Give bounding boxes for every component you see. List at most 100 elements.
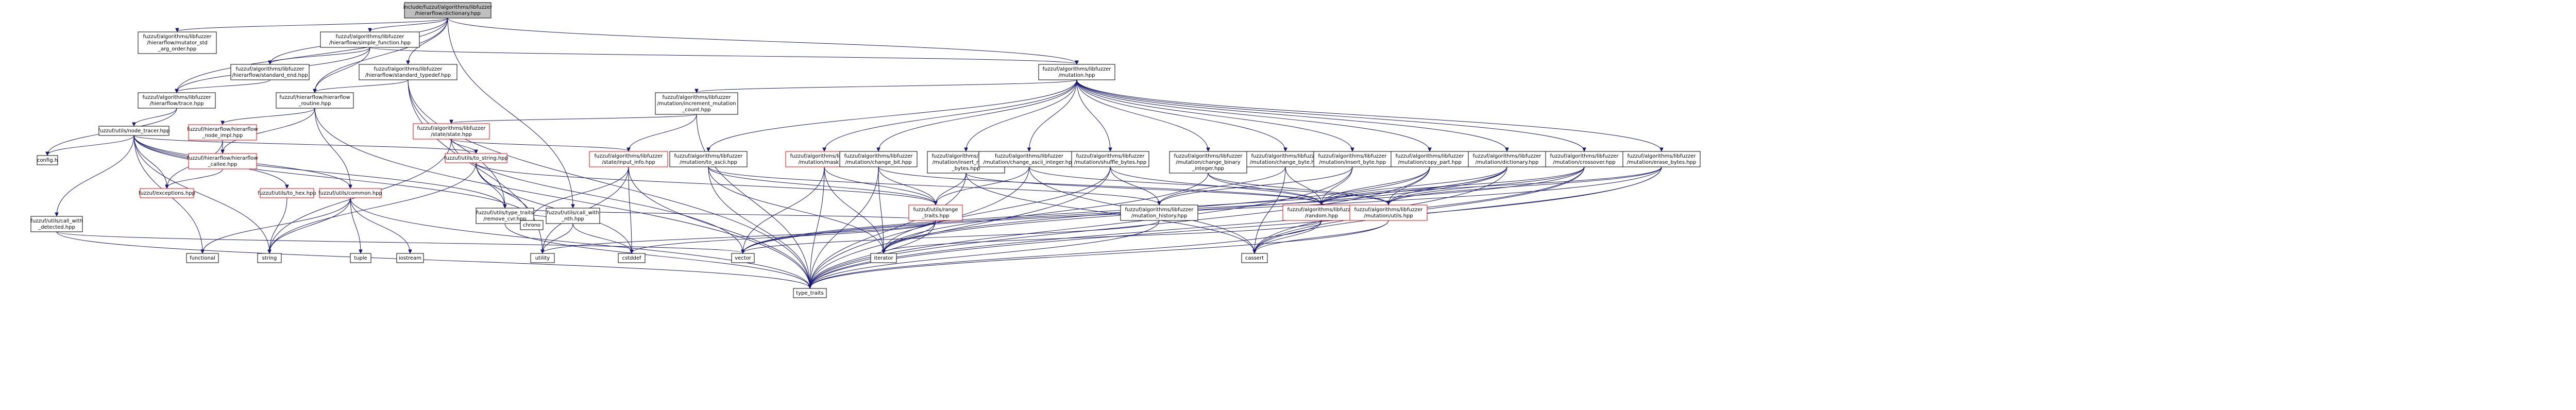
edge-mutation-to-change_byte <box>1076 79 1285 151</box>
file-node-node-impl[interactable]: fuzzuf/hierarflow/hierarflow_node_impl.h… <box>187 124 258 141</box>
file-node-label: /mutation/increment_mutation <box>657 101 736 107</box>
file-node-box <box>30 216 83 232</box>
file-node-to-hex[interactable]: fuzzuf/utils/to_hex.hpp <box>258 188 316 198</box>
file-node-utils[interactable]: fuzzuf/algorithms/libfuzzer/mutation/uti… <box>1349 204 1428 221</box>
file-node-label: /mutation/shuffle_bytes.hpp <box>1074 160 1147 165</box>
file-node-label: type_traits <box>796 291 823 296</box>
edge-copy_part-to-random <box>1321 166 1430 204</box>
file-node-to-ascii[interactable]: fuzzuf/algorithms/libfuzzer/mutation/to_… <box>669 151 748 167</box>
edge-mask-to-range_traits <box>824 166 936 204</box>
edge-copy_part-to-type_traits <box>810 166 1430 288</box>
file-node-label: _node_impl.hpp <box>202 133 243 139</box>
edge-input_info-to-cstddef <box>628 166 632 253</box>
file-node-label: /mutation/copy_part.hpp <box>1398 160 1462 165</box>
file-node-box <box>1071 151 1149 167</box>
file-node-root: include/fuzzuf/algorithms/libfuzzer/hier… <box>403 2 493 19</box>
file-node-label: /remove_cvr.hpp <box>483 216 526 222</box>
file-node-iostream[interactable]: iostream <box>396 253 424 263</box>
file-node-mutator-std[interactable]: fuzzuf/algorithms/libfuzzer/hierarflow/m… <box>138 31 217 54</box>
file-node-change-byte[interactable]: fuzzuf/algorithms/libfuzzer/mutation/cha… <box>1246 151 1325 167</box>
file-node-to-string[interactable]: fuzzuf/utils/to_string.hpp <box>444 153 508 163</box>
file-node-box <box>1545 151 1623 167</box>
file-node-string[interactable]: string <box>257 253 282 263</box>
edge-copy_part-to-utils <box>1388 166 1430 204</box>
file-node-box <box>839 151 918 167</box>
file-node-change-binary-integer[interactable]: fuzzuf/algorithms/libfuzzer/mutation/cha… <box>1169 151 1247 174</box>
edge-common-to-tuple <box>350 197 361 253</box>
file-node-standard-typedef[interactable]: fuzzuf/algorithms/libfuzzer/hierarflow/s… <box>359 64 457 80</box>
file-node-insert-byte[interactable]: fuzzuf/algorithms/libfuzzer/mutation/ins… <box>1313 151 1392 167</box>
file-node-mutation[interactable]: fuzzuf/algorithms/libfuzzer/mutation.hpp <box>1038 64 1115 80</box>
file-node-label: _callee.hpp <box>208 162 238 167</box>
file-node-range-traits[interactable]: fuzzuf/utils/range_traits.hpp <box>908 204 963 221</box>
edge-insert_byte-to-random <box>1321 166 1353 204</box>
file-node-box <box>530 253 555 263</box>
file-node-box <box>1349 204 1428 221</box>
file-node-utility[interactable]: utility <box>530 253 555 263</box>
file-node-call-with-detected[interactable]: fuzzuf/utils/call_with_detected.hpp <box>30 216 83 232</box>
file-node-label: fuzzuf/algorithms/libfuzzer <box>236 66 305 72</box>
edge-change_bit-to-random <box>878 166 1321 204</box>
file-node-vector[interactable]: vector <box>731 253 755 263</box>
file-node-simple-function[interactable]: fuzzuf/algorithms/libfuzzer/hierarflow/s… <box>320 31 420 48</box>
file-node-change-bit[interactable]: fuzzuf/algorithms/libfuzzer/mutation/cha… <box>839 151 918 167</box>
file-node-random[interactable]: fuzzuf/algorithms/libfuzzer/random.hpp <box>1282 204 1361 221</box>
file-node-label: _arg_order.hpp <box>158 46 196 52</box>
file-node-box <box>1169 151 1247 174</box>
file-node-call-with-nth[interactable]: fuzzuf/utils/call_with_nth.hpp <box>546 208 600 224</box>
file-node-box <box>320 31 420 48</box>
edge-mutation-to-erase_bytes <box>1076 79 1662 151</box>
edge-mask-to-vector <box>743 166 825 253</box>
file-node-change-ascii-integer[interactable]: fuzzuf/algorithms/libfuzzer/mutation/cha… <box>978 151 1080 167</box>
file-node-label: _bytes.hpp <box>952 166 980 172</box>
file-node-common[interactable]: fuzzuf/utils/common.hpp <box>318 188 382 198</box>
file-node-mdictionary[interactable]: fuzzuf/algorithms/libfuzzer/mutation/dic… <box>1468 151 1546 167</box>
file-node-trace[interactable]: fuzzuf/algorithms/libfuzzer/hierarflow/t… <box>138 92 216 109</box>
edge-range_traits-to-utility <box>543 220 936 253</box>
edge-change_byte-to-mutation_history <box>1159 166 1286 204</box>
file-node-state[interactable]: fuzzuf/algorithms/libfuzzer/state/state.… <box>413 123 490 140</box>
file-node-cassert[interactable]: cassert <box>1241 253 1268 263</box>
file-node-tuple[interactable]: tuple <box>350 253 371 263</box>
file-node-routine[interactable]: fuzzuf/hierarflow/hierarflow_routine.hpp <box>276 92 354 109</box>
file-node-box <box>138 92 216 109</box>
file-node-iterator[interactable]: iterator <box>870 253 897 263</box>
file-node-label: fuzzuf/algorithms/libfuzzer <box>1473 153 1542 159</box>
file-node-functional[interactable]: functional <box>186 253 219 263</box>
file-node-crossover[interactable]: fuzzuf/algorithms/libfuzzer/mutation/cro… <box>1545 151 1623 167</box>
file-node-label: chrono <box>523 223 540 228</box>
file-node-label: functional <box>190 255 215 261</box>
file-node-label: fuzzuf/algorithms/libfuzzer <box>1125 207 1194 213</box>
file-node-copy-part[interactable]: fuzzuf/algorithms/libfuzzer/mutation/cop… <box>1391 151 1469 167</box>
edge-mutation-to-shuffle_bytes <box>1076 79 1110 151</box>
file-node-mutation-history[interactable]: fuzzuf/algorithms/libfuzzer/mutation_his… <box>1120 204 1198 221</box>
edge-node_tracer-to-string <box>133 135 269 253</box>
file-node-type-traits[interactable]: type_traits <box>793 288 827 298</box>
file-node-erase-bytes[interactable]: fuzzuf/algorithms/libfuzzer/mutation/era… <box>1622 151 1701 167</box>
dependency-edges <box>47 18 1662 288</box>
edge-mutation-to-mask <box>824 79 1077 151</box>
file-node-shuffle-bytes[interactable]: fuzzuf/algorithms/libfuzzer/mutation/shu… <box>1071 151 1149 167</box>
edge-increment-to-state <box>451 114 697 123</box>
file-node-standard-end[interactable]: fuzzuf/algorithms/libfuzzer/hierarflow/s… <box>230 64 310 80</box>
file-node-box <box>276 92 354 109</box>
file-node-hf-callee[interactable]: fuzzuf/hierarflow/hierarflow_callee.hpp <box>187 153 258 169</box>
file-node-chrono[interactable]: chrono <box>520 220 544 230</box>
file-node-node-tracer[interactable]: fuzzuf/utils/node_tracer.hpp <box>98 126 170 136</box>
edge-utils-to-type_traits <box>810 220 1389 288</box>
edge-to_string-to-string <box>269 162 477 253</box>
file-node-label: fuzzuf/algorithms/libfuzzer <box>1076 153 1145 159</box>
file-node-label: cassert <box>1245 255 1264 261</box>
file-node-label: /mutation/change_bit.hpp <box>845 160 911 165</box>
file-node-label: fuzzuf/utils/call_with <box>30 218 82 224</box>
file-node-config[interactable]: config.h <box>37 155 58 165</box>
file-node-input-info[interactable]: fuzzuf/algorithms/libfuzzer/state/input_… <box>589 151 668 167</box>
file-node-exceptions[interactable]: fuzzuf/exceptions.hpp <box>139 188 195 198</box>
edge-node_tracer-to-to_string <box>133 135 476 153</box>
file-node-label: _integer.hpp <box>1192 166 1224 172</box>
file-node-increment[interactable]: fuzzuf/algorithms/libfuzzer/mutation/inc… <box>655 92 738 115</box>
edge-root-to-simple_function <box>370 18 448 31</box>
edge-type_traits_remove-to-type_traits <box>504 223 810 288</box>
file-node-cstddef[interactable]: cstddef <box>618 253 646 263</box>
